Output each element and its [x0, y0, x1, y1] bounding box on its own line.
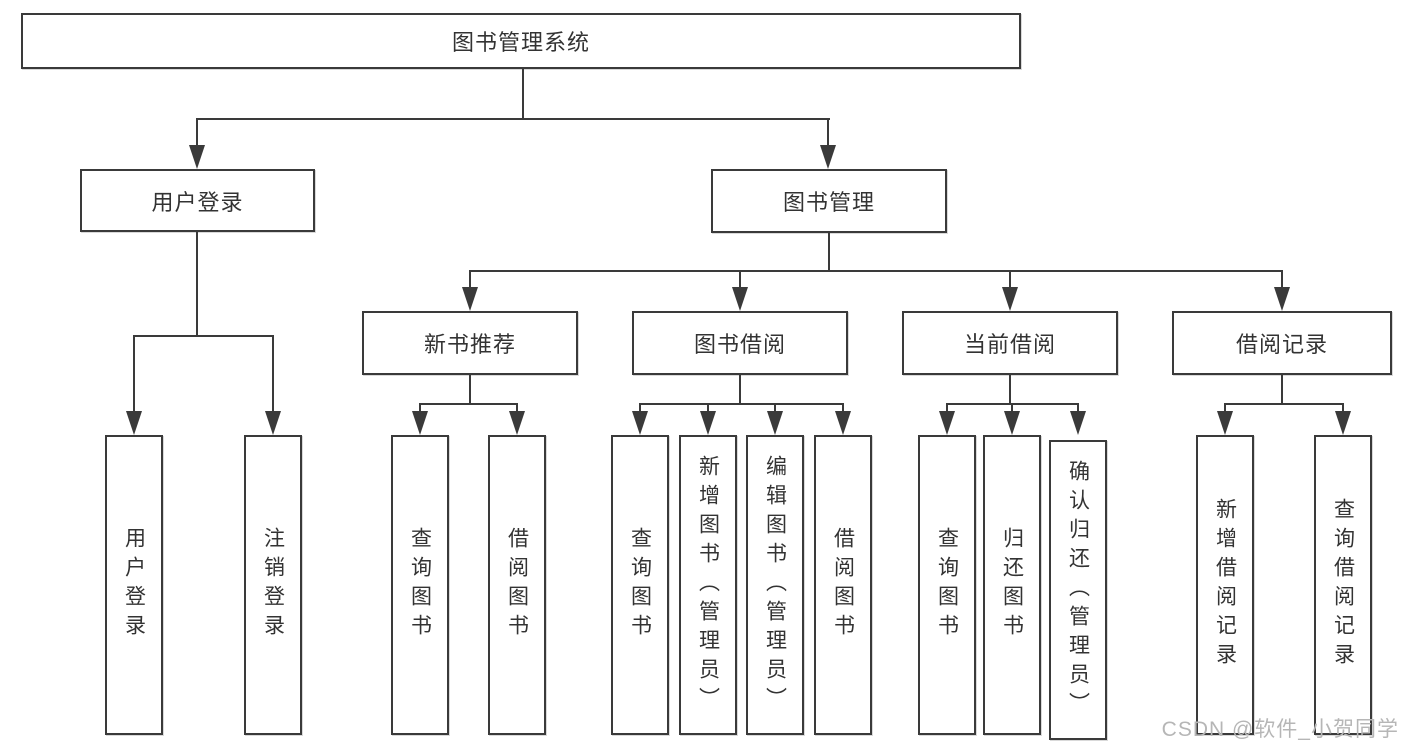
leaf-return-book: 归还图书: [983, 435, 1041, 735]
leaf-label: 借阅图书: [505, 527, 529, 643]
connector-line: [842, 403, 844, 417]
connector-line: [196, 232, 198, 335]
connector-line: [1224, 403, 1226, 417]
connector-line: [946, 403, 948, 417]
arrow-down-icon: [939, 411, 955, 435]
leaf-label: 借阅图书: [831, 527, 855, 643]
node-label: 图书管理: [782, 190, 875, 215]
leaf-label: 归还图书: [1000, 527, 1024, 643]
connector-line: [1281, 375, 1283, 403]
connector-line: [707, 403, 709, 417]
connector-line: [1224, 403, 1344, 405]
leaf-add-borrow-record: 新增借阅记录: [1196, 435, 1254, 735]
leaf-borrow-books-borrowing: 借阅图书: [814, 435, 872, 735]
arrow-down-icon: [412, 411, 428, 435]
connector-line: [196, 118, 198, 152]
connector-line: [419, 403, 421, 417]
arrow-down-icon: [126, 411, 142, 435]
connector-line: [419, 403, 518, 405]
arrow-down-icon: [265, 411, 281, 435]
leaf-label: 查询图书: [408, 527, 432, 643]
node-book-borrowing: 图书借阅: [632, 311, 848, 375]
connector-line: [1281, 270, 1283, 294]
connector-line: [1009, 270, 1011, 294]
connector-line: [196, 118, 830, 120]
leaf-edit-book-admin: 编辑图书（管理员）: [746, 435, 804, 735]
leaf-query-books-recommend: 查询图书: [391, 435, 449, 735]
leaf-label: 查询图书: [935, 527, 959, 643]
connector-line: [469, 270, 471, 294]
connector-line: [774, 403, 776, 417]
leaf-label: 查询借阅记录: [1331, 498, 1355, 672]
leaf-add-book-admin: 新增图书（管理员）: [679, 435, 737, 735]
node-library-management-system: 图书管理系统: [21, 13, 1021, 69]
node-label: 借阅记录: [1235, 332, 1328, 357]
node-label: 用户登录: [151, 189, 244, 215]
arrow-down-icon: [189, 145, 205, 169]
leaf-label: 新增借阅记录: [1213, 498, 1237, 672]
connector-line: [827, 118, 829, 152]
connector-line: [133, 335, 274, 337]
leaf-user-login: 用户登录: [105, 435, 163, 735]
connector-line: [469, 270, 1283, 272]
leaf-logout: 注销登录: [244, 435, 302, 735]
arrow-down-icon: [1004, 411, 1020, 435]
connector-line: [1009, 375, 1011, 403]
arrow-down-icon: [1335, 411, 1351, 435]
leaf-query-books-current: 查询图书: [918, 435, 976, 735]
connector-line: [828, 233, 830, 270]
arrow-down-icon: [700, 411, 716, 435]
node-new-book-recommendation: 新书推荐: [362, 311, 578, 375]
connector-line: [739, 270, 741, 294]
leaf-label: 确认归还（管理员）: [1066, 459, 1090, 721]
arrow-down-icon: [1070, 411, 1086, 435]
connector-line: [272, 335, 274, 419]
connector-line: [1077, 403, 1079, 417]
leaf-query-books-borrowing: 查询图书: [611, 435, 669, 735]
arrow-down-icon: [732, 287, 748, 311]
arrow-down-icon: [820, 145, 836, 169]
node-book-management: 图书管理: [711, 169, 947, 233]
arrow-down-icon: [835, 411, 851, 435]
arrow-down-icon: [509, 411, 525, 435]
connector-line: [1011, 403, 1013, 417]
node-borrowing-records: 借阅记录: [1172, 311, 1392, 375]
connector-line: [469, 375, 471, 403]
leaf-label: 新增图书（管理员）: [696, 454, 720, 716]
node-label: 图书借阅: [693, 332, 786, 357]
arrow-down-icon: [767, 411, 783, 435]
leaf-label: 编辑图书（管理员）: [763, 454, 787, 716]
leaf-query-borrow-record: 查询借阅记录: [1314, 435, 1372, 735]
leaf-label: 查询图书: [628, 527, 652, 643]
arrow-down-icon: [1217, 411, 1233, 435]
node-user-login: 用户登录: [80, 169, 315, 232]
leaf-confirm-return-admin: 确认归还（管理员）: [1049, 440, 1107, 740]
node-label: 图书管理系统: [451, 30, 590, 55]
connector-line: [739, 375, 741, 403]
node-label: 当前借阅: [963, 332, 1056, 357]
arrow-down-icon: [1274, 287, 1290, 311]
connector-line: [639, 403, 641, 417]
arrow-down-icon: [462, 287, 478, 311]
arrow-down-icon: [632, 411, 648, 435]
connector-line: [1342, 403, 1344, 417]
connector-line: [522, 69, 524, 118]
connector-line: [516, 403, 518, 417]
node-current-borrowing: 当前借阅: [902, 311, 1118, 375]
arrow-down-icon: [1002, 287, 1018, 311]
leaf-label: 用户登录: [122, 527, 146, 643]
connector-line: [639, 403, 844, 405]
watermark: CSDN @软件_小贺同学: [1161, 718, 1399, 741]
leaf-label: 注销登录: [261, 527, 285, 643]
leaf-borrow-books-recommend: 借阅图书: [488, 435, 546, 735]
connector-line: [133, 335, 135, 419]
node-label: 新书推荐: [423, 332, 516, 357]
